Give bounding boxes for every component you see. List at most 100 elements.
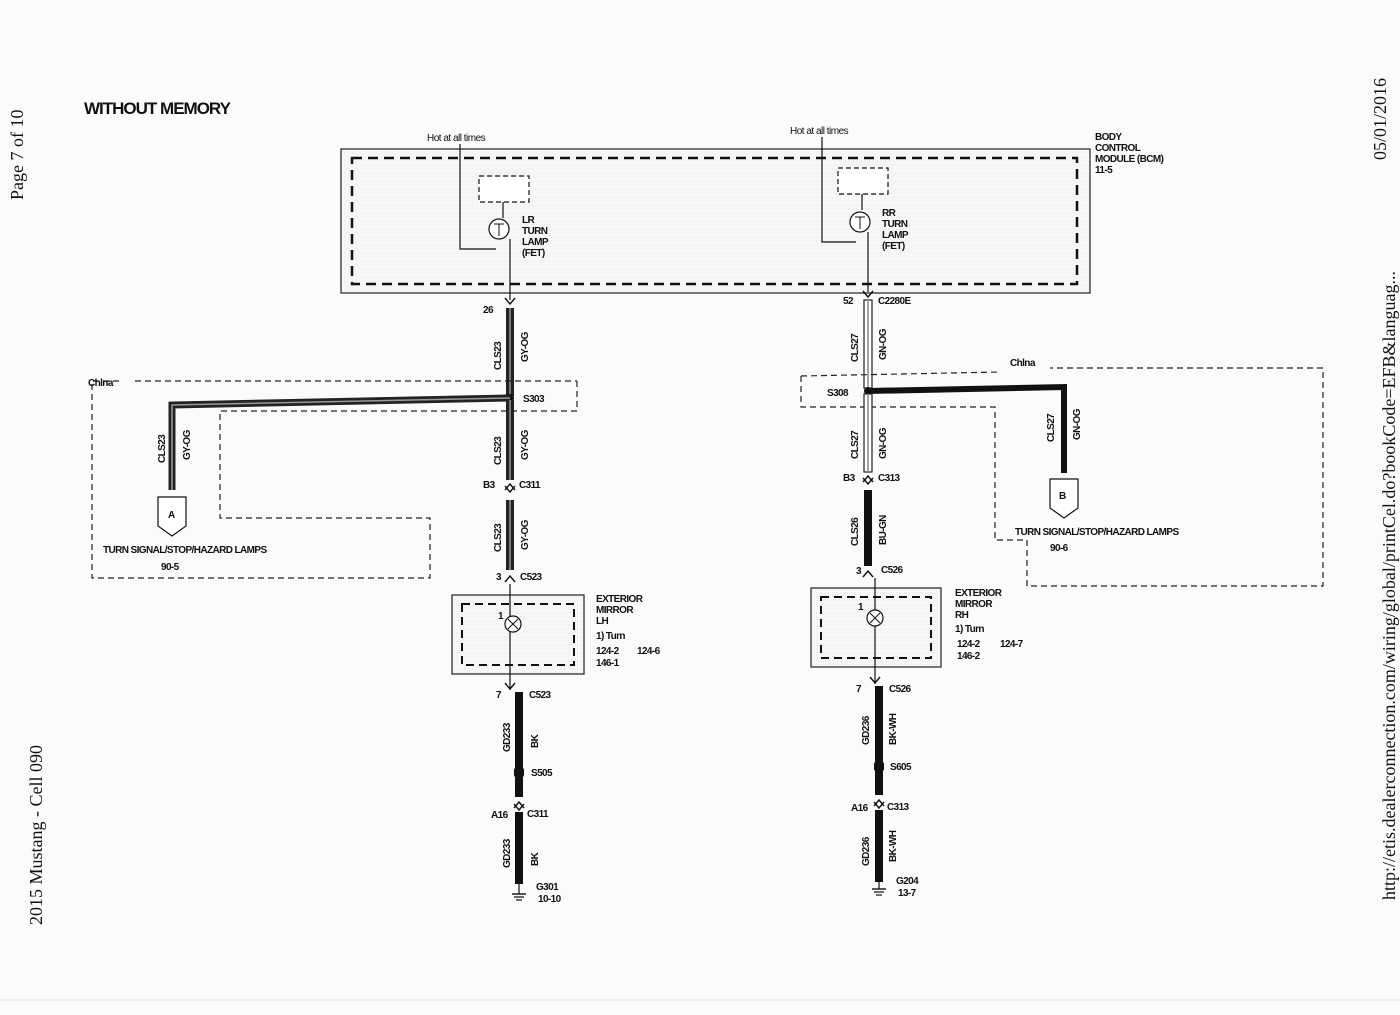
left-branch-color: GY-OG [182, 429, 193, 460]
left-c523-label: C523 [520, 572, 543, 583]
left-gnd-color-1: BK [530, 733, 541, 748]
left-splice-s505 [514, 768, 524, 777]
bcm-label-3: MODULE (BCM) [1095, 154, 1164, 165]
left-hot-label: Hot at all times [427, 133, 486, 144]
left-c311b-label: C311 [527, 809, 549, 820]
right-wire-3 [864, 490, 872, 566]
rr-fet-4: (FET) [882, 241, 905, 252]
bcm-label-4: 11-5 [1095, 165, 1113, 176]
right-c313-pin: B3 [843, 473, 856, 484]
source-url: http://etis.dealerconnection.com/wiring/… [1379, 271, 1399, 900]
right-gnd-color-2: BK-WH [888, 830, 899, 862]
right-c313b-label: C313 [887, 802, 910, 813]
right-mirror-ref-1: 124-2 [957, 639, 981, 650]
left-circuit: Hot at all times LR TURN LAMP (FET) 26 C… [88, 133, 661, 905]
left-ground-ref: 10-10 [538, 894, 562, 905]
left-c311-pin: B3 [483, 480, 496, 491]
right-wire1-circuit: CLS27 [850, 333, 861, 362]
right-mirror-3: RH [955, 610, 969, 621]
left-splice-id: S303 [523, 394, 545, 405]
right-gnd-circuit-2: GD236 [861, 836, 872, 866]
bcm-label-1: BODY [1095, 132, 1122, 143]
left-gnd-circuit-1: GD233 [502, 722, 513, 752]
left-c523b-label: C523 [529, 690, 552, 701]
rr-fet-3: LAMP [882, 230, 909, 241]
left-c523b-pin: 7 [496, 690, 502, 701]
left-c523-pin: 3 [496, 572, 502, 583]
left-branch-circuit: CLS23 [157, 434, 168, 463]
right-bcm-connector: C2280E [878, 296, 911, 307]
lr-fet-3: LAMP [522, 237, 549, 248]
left-connector-letter: A [168, 510, 175, 521]
right-connector-tag [1049, 478, 1079, 519]
right-mirror-4: 1) Turn [955, 624, 984, 635]
right-mirror-ref-2: 124-7 [1000, 639, 1024, 650]
lr-fet-2: TURN [522, 226, 548, 237]
left-gnd-circuit-2: GD233 [502, 838, 513, 868]
left-mirror-pin: 1 [498, 611, 504, 622]
right-mirror-pin: 1 [858, 602, 864, 613]
right-branch-circuit: CLS27 [1046, 413, 1057, 442]
left-lamps-ref: 90-5 [161, 562, 180, 573]
right-lamps-ref: 90-6 [1050, 543, 1069, 554]
left-mirror-ref-1: 124-2 [596, 646, 620, 657]
left-wire1-circuit: CLS23 [493, 341, 504, 370]
left-wire3-circuit: CLS23 [493, 523, 504, 552]
left-lamps-label: TURN SIGNAL/STOP/HAZARD LAMPS [103, 545, 267, 556]
left-c311-label: C311 [519, 480, 541, 491]
print-date: 05/01/2016 [1370, 78, 1390, 160]
left-ground-wire-1 [515, 692, 523, 768]
right-c526-label: C526 [881, 565, 904, 576]
right-c526-pin: 3 [856, 566, 862, 577]
left-pin-bcm: 26 [483, 305, 494, 316]
right-circuit: Hot at all times RR TURN LAMP (FET) 52 C… [790, 126, 1324, 899]
rr-fet-2: TURN [882, 219, 908, 230]
right-lamps-label: TURN SIGNAL/STOP/HAZARD LAMPS [1015, 527, 1179, 538]
left-mirror-3: LH [596, 616, 609, 627]
right-pin-bcm: 52 [843, 296, 854, 307]
left-mirror-ref-3: 146-1 [596, 658, 620, 669]
right-mirror-ref-3: 146-2 [957, 651, 981, 662]
left-mirror-2: MIRROR [596, 605, 634, 616]
right-gnd-color-1: BK-WH [888, 713, 899, 745]
right-c526b-label: C526 [889, 684, 912, 695]
left-mirror-4: 1) Turn [596, 631, 625, 642]
left-connector-tag [157, 496, 187, 537]
left-gnd-color-2: BK [530, 851, 541, 866]
left-ground-id: G301 [536, 882, 559, 893]
right-c313-label: C313 [878, 473, 901, 484]
right-mirror-2: MIRROR [955, 599, 993, 610]
right-ground-icon [872, 882, 886, 896]
page-number: Page 7 of 10 [7, 110, 27, 200]
right-wire2-color: GN-OG [878, 427, 889, 459]
left-wire2-circuit: CLS23 [493, 436, 504, 465]
bcm-module: BODY CONTROL MODULE (BCM) 11-5 [340, 132, 1164, 294]
left-ground-wire-2 [515, 812, 523, 884]
right-connector-letter: B [1059, 491, 1066, 502]
left-mirror-1: EXTERIOR [596, 594, 644, 605]
left-splice2-id: S505 [531, 768, 553, 779]
right-ground-wire-2 [875, 810, 883, 882]
right-wire3-color: BU-GN [878, 515, 889, 545]
right-splice-s605 [874, 762, 884, 771]
right-mirror-1: EXTERIOR [955, 588, 1003, 599]
model-label: 2015 Mustang - Cell 090 [26, 745, 46, 925]
right-splice-id: S308 [827, 388, 849, 399]
bcm-label-2: CONTROL [1095, 143, 1141, 154]
left-mirror-box [451, 594, 585, 675]
right-gnd-circuit-1: GD236 [861, 715, 872, 745]
left-c311b-pin: A16 [491, 810, 509, 821]
right-wire3-circuit: CLS26 [850, 517, 861, 546]
left-wire1-color: GY-OG [520, 331, 531, 362]
right-wire2-circuit: CLS27 [850, 430, 861, 459]
right-hot-label: Hot at all times [790, 126, 849, 137]
right-mirror-box [810, 587, 942, 668]
right-c526b-pin: 7 [856, 684, 862, 695]
right-option-tag: Chlna [1010, 358, 1036, 369]
left-option-tag: Chlna [88, 378, 114, 389]
right-branch-color: GN-OG [1072, 408, 1083, 440]
right-ground-wire-1 [875, 686, 883, 762]
right-ground-ref: 13-7 [898, 888, 917, 899]
right-ground-id: G204 [896, 876, 919, 887]
